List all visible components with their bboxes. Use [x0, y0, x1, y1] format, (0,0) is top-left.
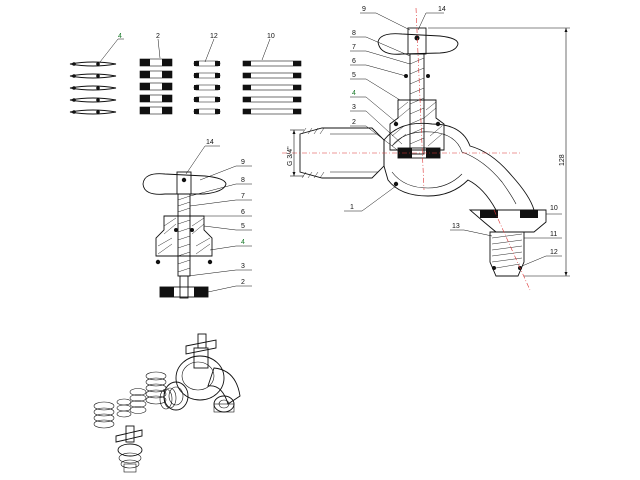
thread-size-label: G 3/4"	[287, 146, 294, 166]
label-spindle-14: 14	[206, 139, 214, 146]
spindle-labels: 14 9 8 7 6 5 4 3 2	[185, 139, 252, 293]
label-spindle-3: 3	[241, 263, 245, 270]
label-faucet-2: 2	[352, 119, 356, 126]
label-spindle-8: 8	[241, 177, 245, 184]
height-label: 128	[559, 154, 566, 166]
label-spindle-2: 2	[241, 279, 245, 286]
seal-group-10: 10	[242, 33, 302, 115]
seal-group-12: 12	[193, 33, 221, 115]
label-seal-12: 12	[210, 33, 218, 40]
spindle-assembly: 14 9 8 7 6 5 4 3 2	[142, 139, 252, 299]
seal-set: 4 2	[69, 33, 302, 115]
label-faucet-8: 8	[352, 30, 356, 37]
label-spindle-6: 6	[241, 209, 245, 216]
height-dimension: 128	[428, 27, 570, 277]
label-seal-4: 4	[118, 33, 122, 40]
thread-dimension: G 3/4"	[287, 129, 304, 177]
label-seal-2: 2	[156, 33, 160, 40]
iso-spindle-lower	[115, 425, 143, 473]
label-faucet-4: 4	[352, 90, 356, 97]
label-faucet-5: 5	[352, 72, 356, 79]
label-faucet-7: 7	[352, 44, 356, 51]
label-spindle-5: 5	[241, 223, 245, 230]
faucet-labels: 9 14 8 7 6 5 4 3 2 1 10 13 11 1	[344, 6, 562, 267]
label-spindle-9: 9	[241, 159, 245, 166]
label-faucet-9: 9	[362, 6, 366, 13]
seal-group-2: 2	[139, 33, 173, 115]
label-faucet-12: 12	[550, 249, 558, 256]
label-seal-10: 10	[267, 33, 275, 40]
label-spindle-4: 4	[241, 239, 245, 246]
iso-nozzle	[213, 395, 235, 413]
label-spindle-7: 7	[241, 193, 245, 200]
label-faucet-1: 1	[350, 204, 354, 211]
iso-spindle-head	[185, 333, 217, 369]
faucet-section: G 3/4" 128 9 14 8 7 6 5 4 3	[282, 6, 570, 291]
label-faucet-10: 10	[550, 205, 558, 212]
label-faucet-11: 11	[550, 231, 557, 238]
label-faucet-3: 3	[352, 104, 356, 111]
label-faucet-14: 14	[438, 6, 446, 13]
label-faucet-6: 6	[352, 58, 356, 65]
isometric-view	[93, 333, 241, 473]
label-faucet-13: 13	[452, 223, 460, 230]
spindle-handle	[142, 173, 227, 195]
seal-group-4: 4	[69, 33, 124, 115]
iso-spring-stacks	[93, 371, 167, 429]
